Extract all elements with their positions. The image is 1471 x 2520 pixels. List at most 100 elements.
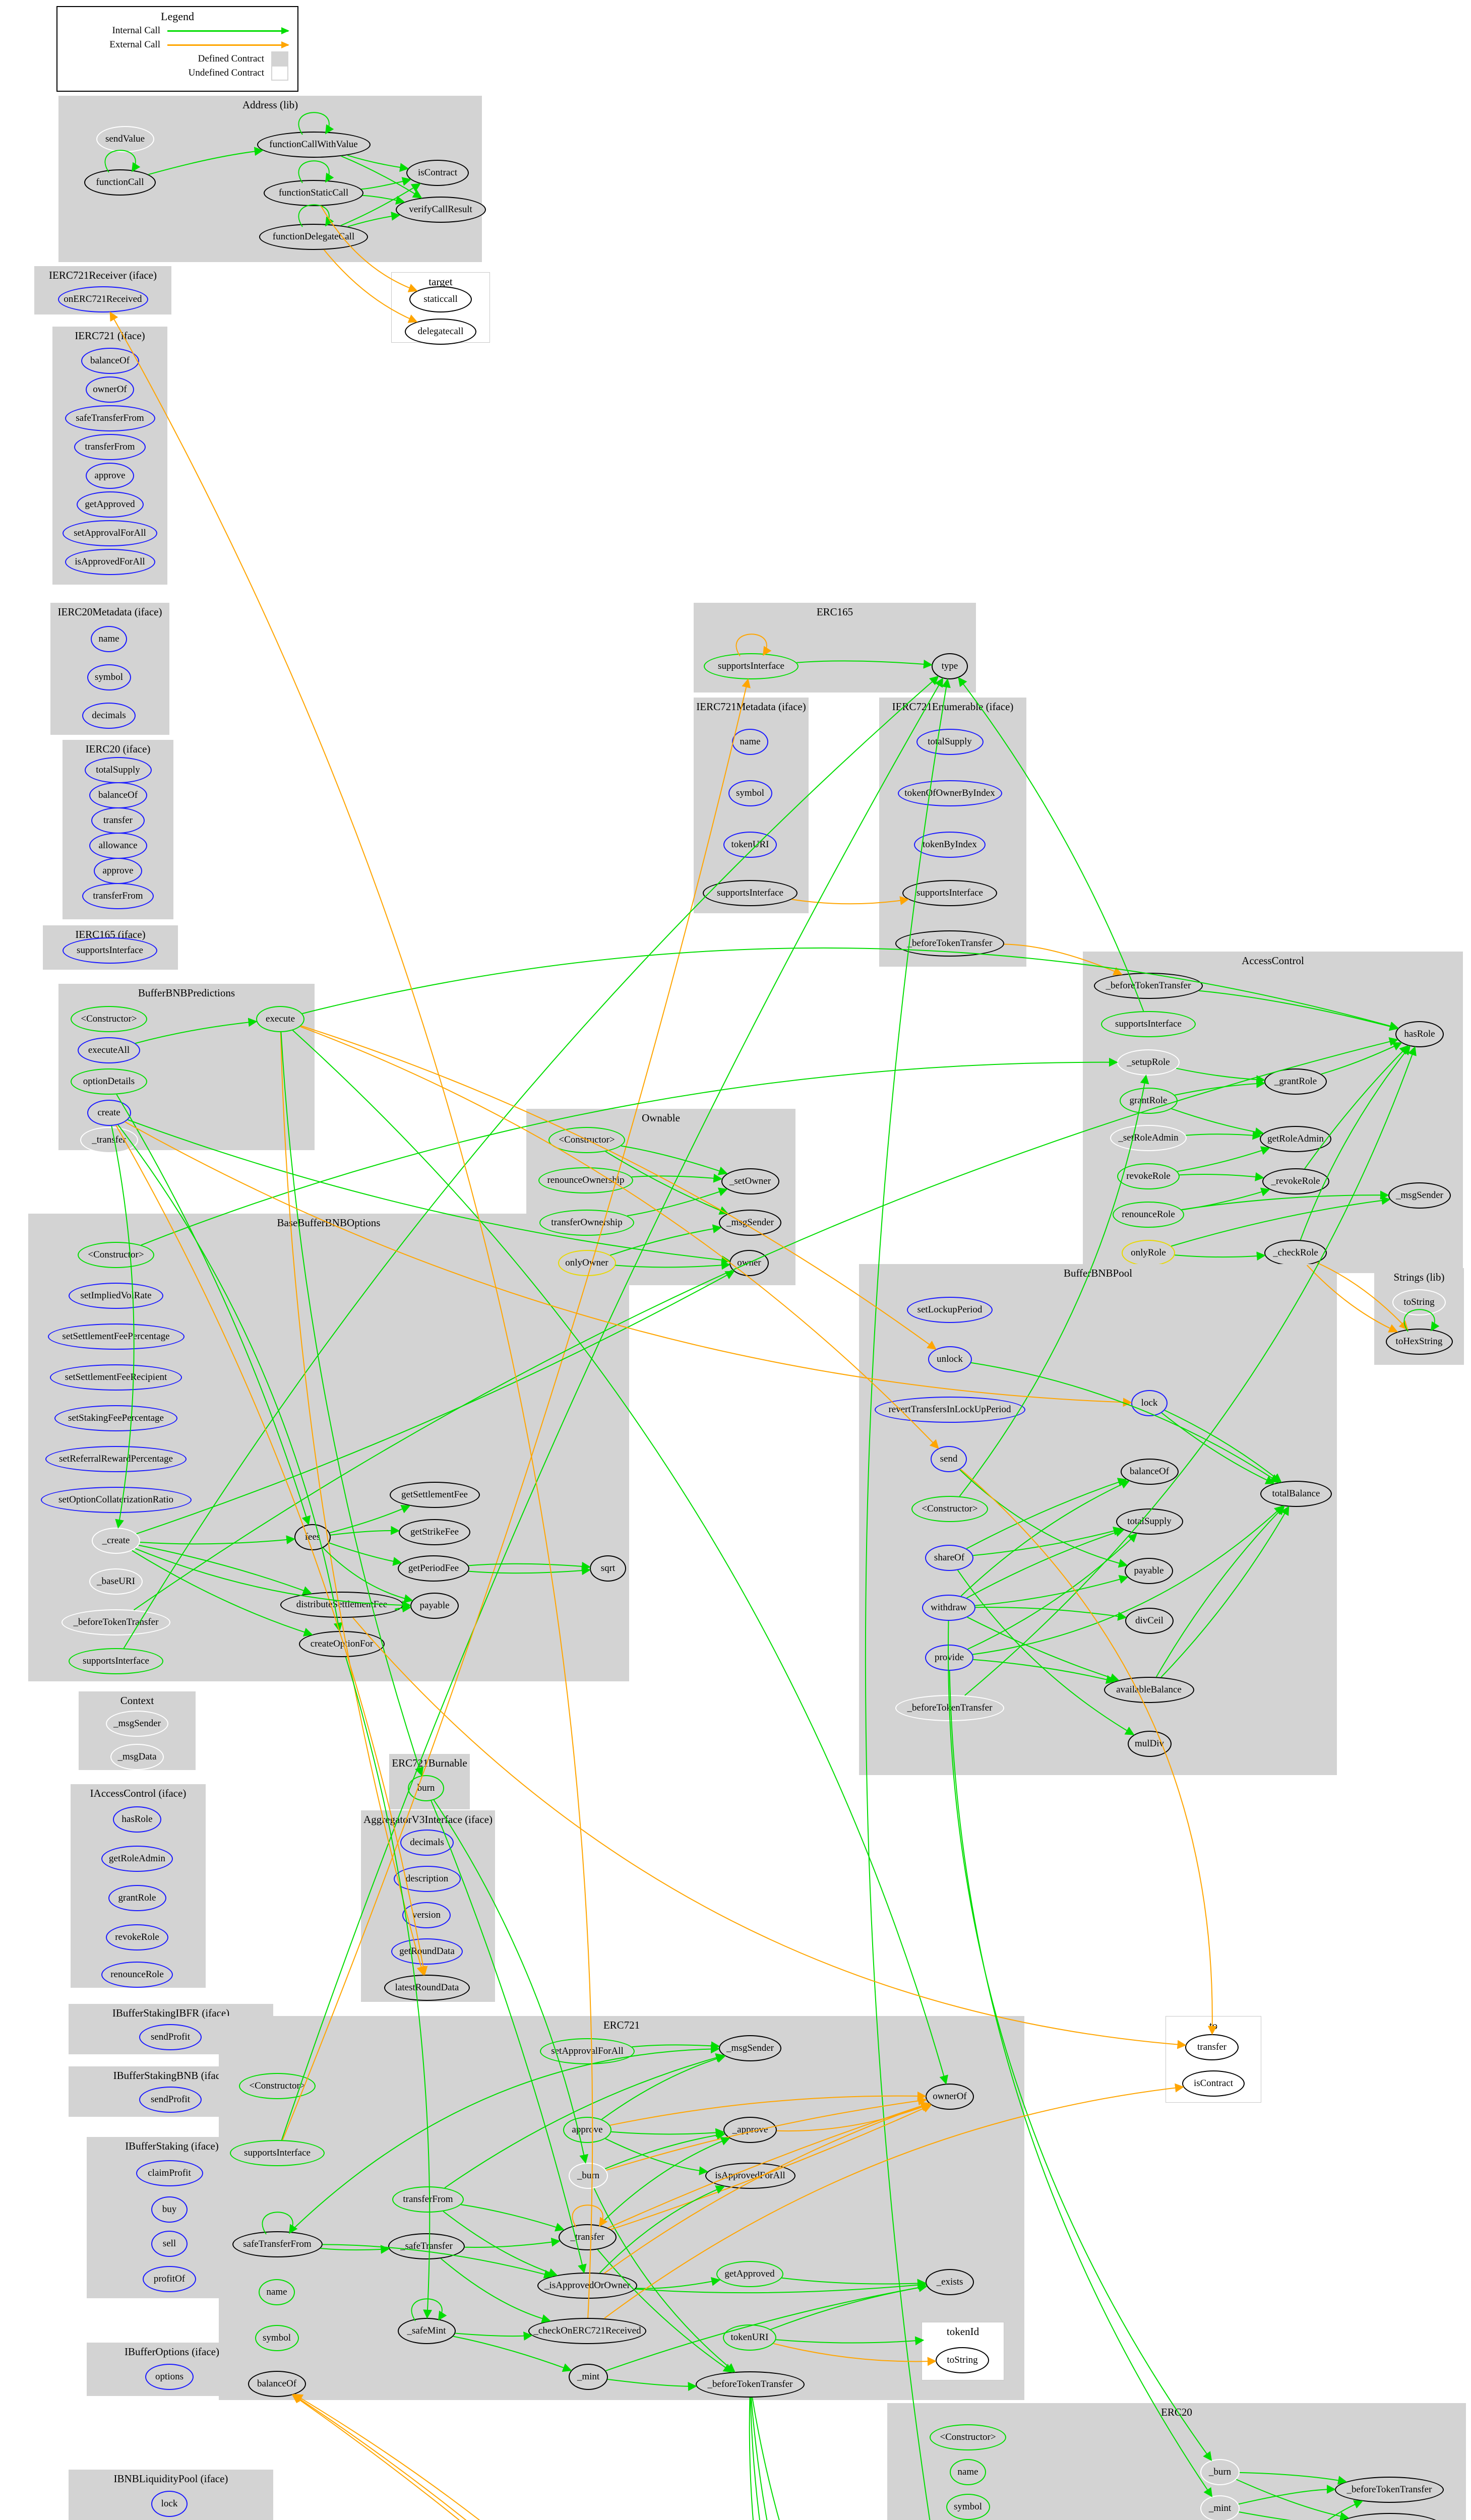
function-node-ownable-_msgSender: _msgSender (719, 1210, 781, 1236)
cluster-label-ierc20: IERC20 (iface) (85, 743, 151, 755)
undefined-contract-swatch (271, 66, 288, 81)
function-node-accesscontrol-grantRole: grantRole (1119, 1088, 1178, 1114)
cluster-label-iaccesscontrol: IAccessControl (iface) (90, 1787, 187, 1799)
function-node-bufferbnbpredictions-create: create (87, 1100, 131, 1126)
function-node-iaccesscontrol-revokeRole: revokeRole (106, 1924, 168, 1950)
function-node-to_cluster-transfer: transfer (1185, 2034, 1239, 2060)
function-node-ierc721metadata_iface-name: name (732, 729, 768, 755)
legend-external-call-label: External Call (109, 39, 160, 50)
function-node-erc721-_isApprovedOrOwner: _isApprovedOrOwner (537, 2273, 637, 2299)
function-node-ibufferstakingbnb-sendProfit: sendProfit (139, 2087, 202, 2113)
legend-defined-contract-label: Defined Contract (198, 53, 264, 64)
function-node-tokenid-toString: toString (936, 2347, 989, 2373)
function-node-ibnbliquiditypool-lock: lock (151, 2491, 188, 2517)
function-node-erc721-_beforeTokenTransfer: _beforeTokenTransfer (696, 2371, 805, 2398)
legend: Legend Internal Call External Call Defin… (56, 6, 298, 92)
function-node-ierc20metadata-symbol: symbol (87, 664, 131, 690)
function-node-ierc721enumerable_iface-_beforeTokenTransfer: _beforeTokenTransfer (895, 930, 1004, 957)
cluster-label-to_cluster: to (1209, 2020, 1218, 2032)
function-node-bufferbnbpool-withdraw: withdraw (922, 1595, 975, 1621)
function-node-ierc721-transferFrom: transferFrom (74, 434, 146, 460)
internal-call-arrow-icon (167, 27, 289, 34)
function-node-bufferbnbpool-provide: provide (925, 1645, 973, 1671)
function-node-bufferbnbpool-lock: lock (1131, 1390, 1168, 1416)
function-node-erc165-type: type (932, 653, 968, 679)
function-node-ierc721enumerable_iface-totalSupply: totalSupply (916, 729, 984, 755)
function-node-accesscontrol-_checkRole: _checkRole (1264, 1240, 1327, 1266)
function-node-erc721-safeTransferFrom: safeTransferFrom (232, 2231, 323, 2257)
function-node-basebuffer-distributeSettlementFee: distributeSettlementFee (280, 1592, 403, 1618)
function-node-accesscontrol-renounceRole: renounceRole (1113, 1202, 1184, 1228)
cluster-label-address_lib: Address (lib) (242, 99, 298, 111)
function-node-ibufferstaking-buy: buy (151, 2196, 188, 2223)
cluster-label-target: target (428, 276, 453, 288)
function-node-ibufferstaking-claimProfit: claimProfit (136, 2160, 203, 2186)
function-node-ownable-transferOwnership: transferOwnership (539, 1210, 634, 1236)
function-node-ierc721-approve: approve (86, 463, 134, 489)
cluster-label-erc165: ERC165 (816, 606, 853, 618)
function-node-iaccesscontrol-grantRole: grantRole (108, 1885, 166, 1911)
function-node-basebuffer-setOptionCollaterizationRatio: setOptionCollaterizationRatio (40, 1487, 192, 1513)
function-node-basebuffer-_baseURI: _baseURI (89, 1568, 143, 1595)
function-node-basebuffer-setStakingFeePercentage: setStakingFeePercentage (54, 1405, 177, 1431)
cluster-label-strings_lib: Strings (lib) (1393, 1271, 1445, 1283)
function-node-bufferbnbpool-shareOf: shareOf (925, 1545, 973, 1571)
function-node-aggregator-decimals: decimals (400, 1830, 454, 1856)
function-node-accesscontrol-getRoleAdmin: getRoleAdmin (1260, 1126, 1331, 1152)
function-node-basebuffer-supportsInterface: supportsInterface (69, 1648, 163, 1674)
function-node-aggregator-latestRoundData: latestRoundData (384, 1975, 470, 2001)
function-node-erc20-constructor: <Constructor> (930, 2424, 1006, 2450)
function-node-ierc721-setApprovalForAll: setApprovalForAll (63, 520, 157, 546)
function-node-bufferbnbpool-totalBalance: totalBalance (1260, 1481, 1332, 1507)
function-node-erc721-getApproved: getApproved (716, 2261, 783, 2287)
function-node-bufferbnbpool-revertTransfersInLockUpPeriod: revertTransfersInLockUpPeriod (874, 1397, 1025, 1423)
function-node-accesscontrol-supportsInterface: supportsInterface (1101, 1011, 1196, 1037)
cluster-erc165: ERC165 (694, 603, 976, 692)
function-node-ownable-constructor: <Constructor> (548, 1127, 625, 1153)
function-node-ownable-renounceOwnership: renounceOwnership (538, 1167, 633, 1193)
legend-item-internal-call: Internal Call (57, 24, 289, 37)
function-node-bufferbnbpredictions-constructor: <Constructor> (71, 1006, 147, 1032)
function-node-basebuffer-setSettlementFeeRecipient: setSettlementFeeRecipient (50, 1364, 182, 1391)
function-node-basebuffer-_create: _create (92, 1528, 140, 1554)
function-node-erc721-_mint: _mint (569, 2364, 608, 2390)
cluster-label-bufferbnbpool: BufferBNBPool (1063, 1267, 1133, 1279)
function-node-basebuffer-_beforeTokenTransfer: _beforeTokenTransfer (62, 1609, 170, 1635)
cluster-label-erc721: ERC721 (603, 2019, 640, 2031)
call-edge-erc721enumerable-_removeTokenFromOwnerEnumeration-to-erc721-balanceOf (292, 2394, 467, 2520)
function-node-bufferbnbpool-totalSupply: totalSupply (1116, 1508, 1183, 1535)
function-node-erc721-approve: approve (563, 2117, 611, 2143)
cluster-label-aggregator: AggregatorV3Interface (iface) (363, 1813, 493, 1825)
function-node-ierc721-safeTransferFrom: safeTransferFrom (65, 405, 155, 431)
cluster-label-ibnbliquiditypool: IBNBLiquidityPool (iface) (113, 2473, 228, 2485)
function-node-address_lib-sendValue: sendValue (96, 126, 154, 152)
function-node-ierc20metadata-decimals: decimals (82, 703, 136, 729)
function-node-erc721-setApprovalForAll: setApprovalForAll (540, 2038, 635, 2064)
cluster-erc721: ERC721 (219, 2016, 1024, 2400)
function-node-erc721-_checkOnERC721Received: _checkOnERC721Received (528, 2318, 646, 2344)
function-node-erc721-_safeTransfer: _safeTransfer (388, 2233, 465, 2259)
function-node-erc721burnable-burn: burn (408, 1775, 444, 1801)
function-node-erc20-_beforeTokenTransfer: _beforeTokenTransfer (1335, 2477, 1444, 2503)
function-node-ierc20-allowance: allowance (89, 833, 147, 859)
function-node-basebuffer-setSettlementFeePercentage: setSettlementFeePercentage (47, 1324, 185, 1350)
function-node-aggregator-getRoundData: getRoundData (391, 1938, 463, 1965)
function-node-ibufferoptions-options: options (145, 2364, 194, 2390)
function-node-erc721-ownerOf: ownerOf (926, 2084, 974, 2110)
function-node-ierc721receiver-onERC721Received: onERC721Received (57, 286, 148, 312)
function-node-erc20-_burn: _burn (1200, 2459, 1240, 2485)
cluster-label-ierc721receiver: IERC721Receiver (iface) (49, 269, 157, 281)
function-node-strings_lib-toHexString: toHexString (1385, 1329, 1453, 1355)
function-node-ierc20-transfer: transfer (91, 807, 145, 834)
function-node-context-_msgSender: _msgSender (106, 1711, 168, 1737)
function-node-ownable-_setOwner: _setOwner (721, 1168, 779, 1194)
function-node-ierc20-totalSupply: totalSupply (84, 757, 152, 783)
function-node-basebuffer-getStrikeFee: getStrikeFee (399, 1519, 470, 1545)
cluster-label-bufferbnbpredictions: BufferBNBPredictions (138, 987, 235, 999)
cluster-label-accesscontrol: AccessControl (1242, 955, 1304, 967)
function-node-erc165-supportsInterface: supportsInterface (704, 653, 799, 679)
function-node-bufferbnbpool-unlock: unlock (928, 1346, 972, 1372)
defined-contract-swatch (271, 51, 288, 67)
function-node-target-staticcall: staticcall (409, 286, 472, 312)
function-node-ierc165-supportsInterface: supportsInterface (63, 937, 157, 964)
